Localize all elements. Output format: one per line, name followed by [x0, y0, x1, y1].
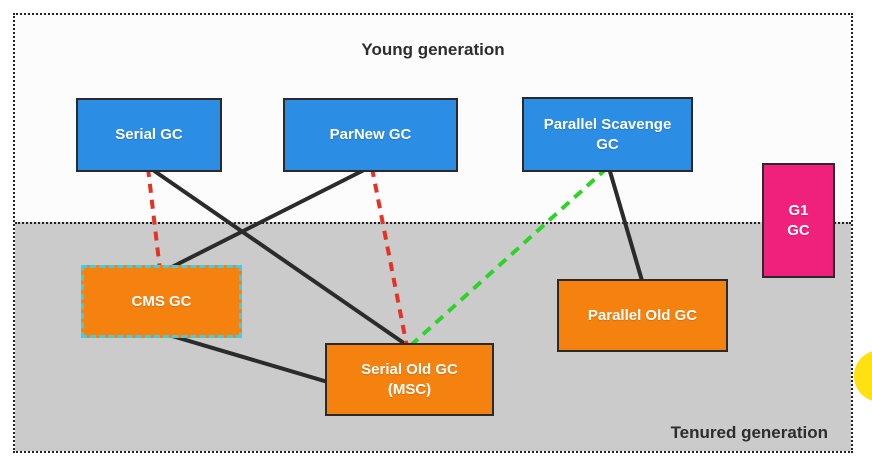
node-g1-gc: G1 GC — [762, 163, 835, 278]
node-cms-gc-label: CMS GC — [131, 292, 192, 310]
node-parnew-gc: ParNew GC — [283, 98, 458, 172]
node-parallel-scavenge-gc-label: Parallel Scavenge GC — [543, 116, 672, 153]
node-parallel-old-gc: Parallel Old GC — [557, 279, 728, 352]
node-serial-gc: Serial GC — [76, 98, 222, 172]
node-parnew-gc-label: ParNew GC — [329, 126, 412, 144]
node-serial-old-gc-msc: Serial Old GC (MSC) — [325, 343, 494, 416]
node-serial-old-gc-msc-label: Serial Old GC (MSC) — [361, 361, 458, 398]
node-serial-gc-label: Serial GC — [115, 126, 183, 144]
yellow-pointer-dot — [854, 351, 872, 401]
node-parallel-old-gc-label: Parallel Old GC — [587, 306, 698, 324]
node-parallel-scavenge-gc: Parallel Scavenge GC — [522, 97, 693, 172]
tenured-generation-label: Tenured generation — [670, 423, 828, 442]
young-generation-label: Young generation — [361, 40, 505, 59]
node-cms-gc: CMS GC — [81, 265, 242, 338]
node-g1-gc-label: G1 GC — [787, 202, 810, 239]
